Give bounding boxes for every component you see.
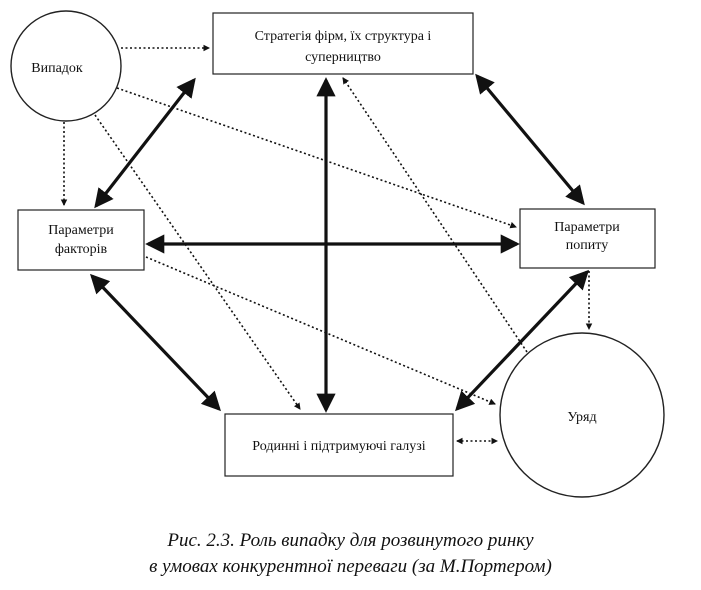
arrow-demand-related <box>455 269 589 412</box>
related-industries-box <box>224 413 454 477</box>
factors-label-line1: Параметри <box>48 223 114 238</box>
arrow-factors-related <box>90 273 221 412</box>
strategy-label-line1: Стратегія фірм, їх структура і <box>255 29 432 44</box>
factors-label-line2: факторів <box>55 242 108 257</box>
demand-label-line1: Параметри <box>554 220 620 235</box>
factors-box <box>17 209 145 271</box>
arrow-strategy-demand <box>475 73 585 206</box>
strategy-label-line2: суперництво <box>305 50 381 65</box>
dotted-chance-demand <box>116 87 517 229</box>
demand-box <box>519 208 656 269</box>
dotted-factors-government <box>145 256 496 405</box>
strategy-box <box>212 12 474 75</box>
chance-label: Випадок <box>31 61 83 76</box>
government-label: Уряд <box>567 410 596 425</box>
demand-label-line2: попиту <box>566 238 608 253</box>
figure-caption-line1: Рис. 2.3. Роль випадку для розвинутого р… <box>167 530 534 551</box>
arrow-factors-strategy <box>94 77 196 209</box>
figure-caption-line2: в умовах конкурентної переваги (за М.Пор… <box>149 556 552 577</box>
chance-circle <box>10 10 122 122</box>
dotted-chance-related <box>94 114 301 410</box>
related-industries-label: Родинні і підтримуючі галузі <box>252 439 426 454</box>
dotted-government-strategy <box>342 77 528 353</box>
